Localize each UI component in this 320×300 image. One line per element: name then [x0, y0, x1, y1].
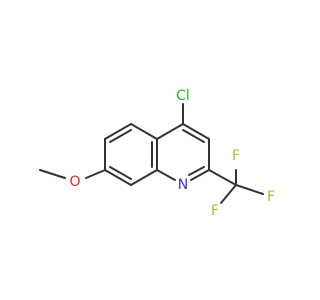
bond — [130, 123, 158, 140]
bond — [188, 166, 205, 176]
bond — [104, 169, 132, 186]
bond — [156, 123, 184, 140]
fluorine-atom-label: F — [211, 203, 219, 219]
oxygen-atom-label: O — [69, 174, 80, 190]
chlorine-atom-label: Cl — [176, 88, 190, 104]
bond — [39, 169, 66, 179]
nitrogen-atom-label: N — [178, 177, 188, 193]
fluorine-atom-label: F — [267, 189, 275, 205]
bond — [109, 166, 132, 180]
fluorine-atom-label: F — [232, 148, 240, 164]
bond — [182, 123, 210, 140]
bond — [208, 169, 237, 186]
bond — [220, 184, 237, 204]
molecule-structure: Cl N O F F F — [39, 88, 275, 219]
bond — [190, 169, 210, 181]
bond — [85, 169, 106, 179]
bond — [156, 169, 176, 181]
bond — [104, 123, 132, 140]
bond — [109, 129, 132, 143]
bond — [182, 129, 205, 143]
bond — [130, 169, 158, 186]
bond — [235, 184, 264, 195]
